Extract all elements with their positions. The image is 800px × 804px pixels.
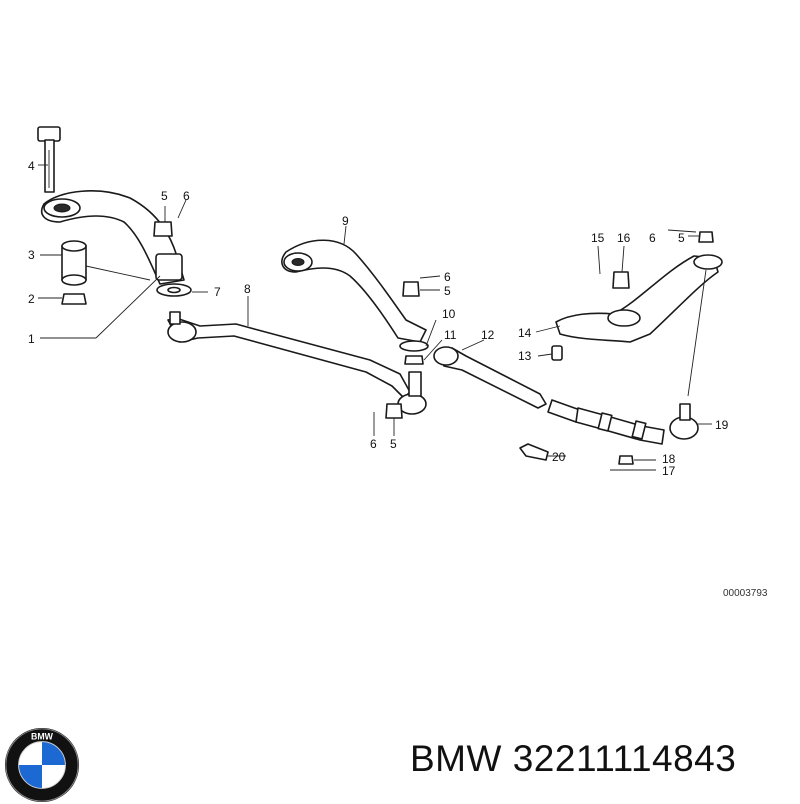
callout-6: 6 [649, 231, 656, 245]
nut-part-5-pitman [402, 281, 420, 297]
callout-6: 6 [444, 270, 451, 284]
callout-20: 20 [552, 450, 566, 464]
leader-lines [38, 164, 712, 471]
nut-part-5-left [153, 221, 173, 237]
callout-10: 10 [442, 307, 456, 321]
idler-arm-part-14 [555, 254, 723, 343]
washer-part-10 [399, 340, 429, 352]
tie-rod-part-12 [433, 346, 699, 445]
callout-1: 1 [28, 332, 35, 346]
callout-3: 3 [28, 248, 35, 262]
part-number: 32211114843 [512, 738, 737, 779]
callout-17: 17 [662, 464, 676, 478]
bmw-roundel-icon: BMW [4, 727, 80, 803]
callout-5: 5 [161, 189, 168, 203]
callout-16: 16 [617, 231, 631, 245]
nut-part-11 [404, 355, 424, 365]
nut-part-5-lower [385, 403, 403, 419]
washer-part-7 [156, 283, 192, 297]
callout-9: 9 [342, 214, 349, 228]
bolt-part-4 [37, 126, 61, 193]
callout-8: 8 [244, 282, 251, 296]
callout-11: 11 [444, 328, 457, 342]
bolt-part-20 [519, 443, 549, 461]
pitman-arm-part-9 [281, 239, 427, 343]
callout-5: 5 [444, 284, 451, 298]
callout-labels: 1 2 3 4 5 6 7 8 9 6 5 10 11 12 6 5 15 16… [28, 159, 768, 599]
nut-part-16 [612, 271, 630, 289]
product-caption: BMW 32211114843 [410, 738, 736, 780]
callout-18: 18 [662, 452, 676, 466]
bolt-part-13 [551, 345, 563, 361]
callout-4: 4 [28, 159, 35, 173]
nut-part-2 [61, 293, 87, 305]
diagram-reference-number: 00003793 [723, 588, 768, 599]
callout-5: 5 [390, 437, 397, 451]
callout-6: 6 [183, 189, 190, 203]
callout-15: 15 [591, 231, 605, 245]
callout-7: 7 [214, 285, 221, 299]
callout-14: 14 [518, 326, 532, 340]
logo-lettering: BMW [31, 732, 54, 742]
callout-6: 6 [370, 437, 377, 451]
nut-part-18 [618, 455, 634, 465]
callout-2: 2 [28, 292, 35, 306]
callout-13: 13 [518, 349, 532, 363]
bushing-part-3 [61, 240, 87, 286]
callout-19: 19 [715, 418, 729, 432]
center-tie-rod-part-8 [167, 311, 427, 415]
callout-5: 5 [678, 231, 685, 245]
nut-part-5-right [698, 231, 714, 243]
callout-12: 12 [481, 328, 495, 342]
idler-arm-part-1 [40, 190, 185, 285]
brand-name: BMW [410, 738, 502, 779]
